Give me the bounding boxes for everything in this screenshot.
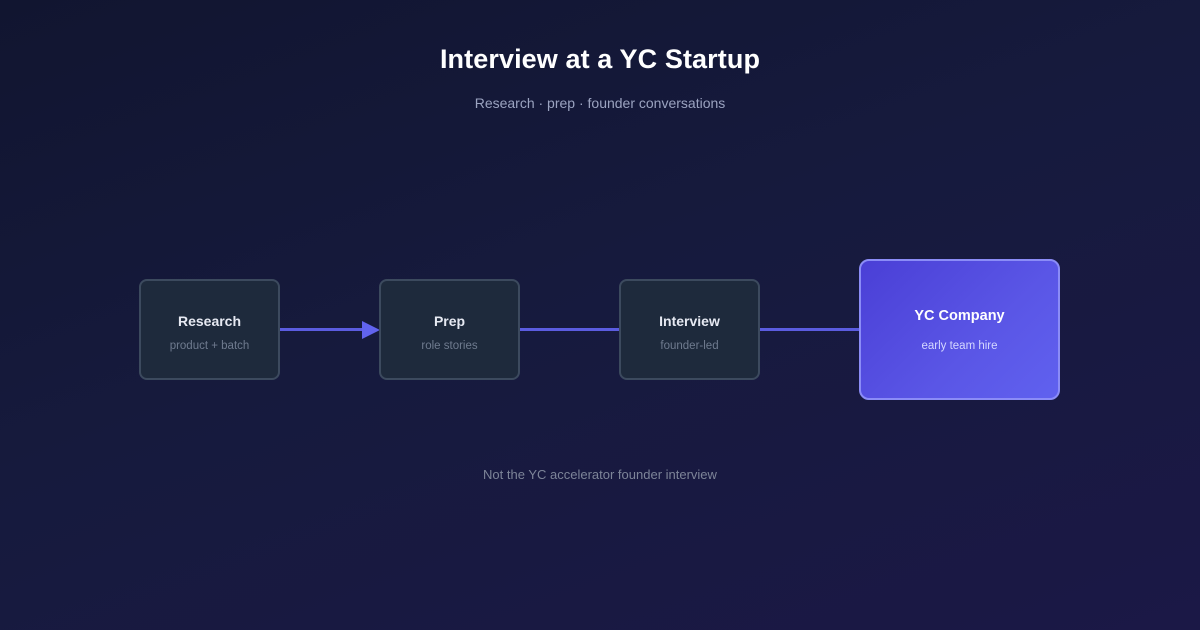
- diagram-title: Interview at a YC Startup: [439, 44, 761, 74]
- node-subtitle: product + batch: [169, 340, 250, 352]
- node-interview: Interview founder-led: [619, 279, 760, 380]
- node-title: YC Company: [914, 308, 1005, 324]
- node-title: Interview: [659, 313, 720, 329]
- node-research: Research product + batch: [139, 279, 280, 380]
- node-subtitle: founder-led: [660, 340, 719, 352]
- arrowhead-icon: [362, 321, 380, 339]
- connector-research-prep: [280, 328, 364, 331]
- connector-prep-interview: [520, 328, 620, 331]
- node-title: Research: [177, 313, 242, 329]
- diagram-subtitle: Research · prep · founder conversations: [474, 95, 726, 111]
- node-subtitle: early team hire: [921, 340, 998, 352]
- node-yc-company: YC Company early team hire: [859, 259, 1060, 400]
- connector-interview-company: [760, 328, 860, 331]
- node-subtitle: role stories: [421, 340, 478, 352]
- node-prep: Prep role stories: [379, 279, 520, 380]
- node-title: Prep: [433, 313, 466, 329]
- footnote: Not the YC accelerator founder interview: [483, 467, 717, 482]
